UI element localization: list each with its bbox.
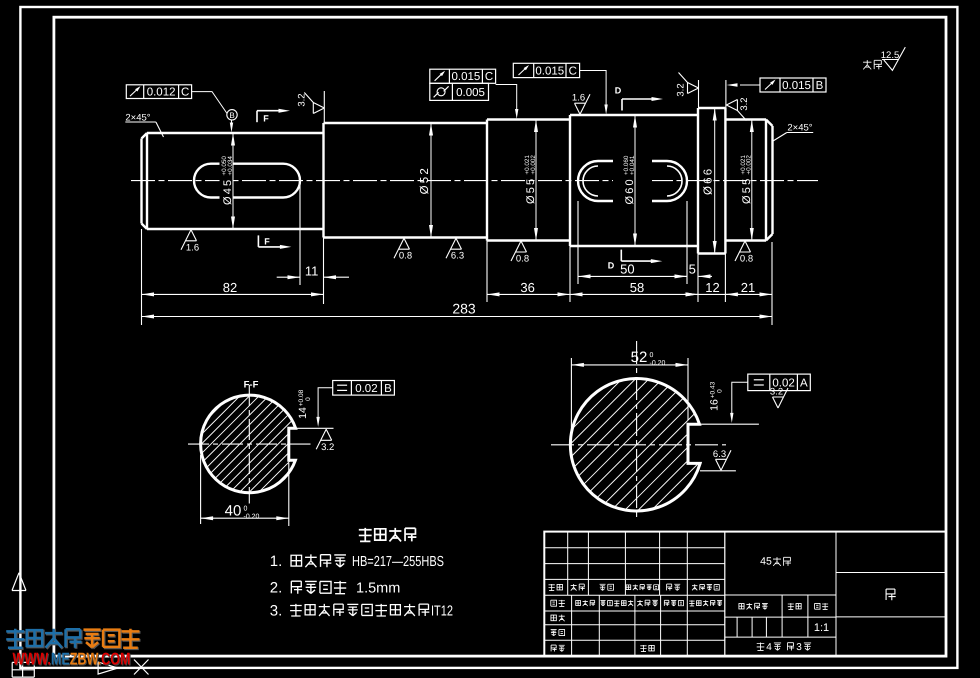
svg-text:C: C <box>181 87 189 99</box>
svg-text:Ø52: Ø52 <box>419 166 431 194</box>
svg-text:0.005: 0.005 <box>456 87 485 99</box>
svg-text:WWW.MEZBW.COM: WWW.MEZBW.COM <box>14 651 132 670</box>
svg-text:B: B <box>816 80 824 92</box>
svg-text:6.3: 6.3 <box>451 251 464 262</box>
svg-text:0.8: 0.8 <box>399 251 412 262</box>
svg-text:+0.08: +0.08 <box>298 389 305 406</box>
svg-text:+0.041: +0.041 <box>629 155 636 175</box>
svg-text:0.015: 0.015 <box>452 71 481 83</box>
svg-text:3.2: 3.2 <box>676 83 687 96</box>
svg-text:+0.021: +0.021 <box>524 155 531 175</box>
svg-text:A: A <box>800 377 808 389</box>
svg-text:2.: 2. <box>270 580 283 597</box>
svg-text:1.6: 1.6 <box>186 242 199 253</box>
svg-text:3.2: 3.2 <box>321 442 334 453</box>
svg-text:D: D <box>615 86 622 96</box>
svg-text:0: 0 <box>717 389 724 393</box>
svg-text:0.02: 0.02 <box>772 377 794 389</box>
svg-text:58: 58 <box>630 280 644 295</box>
svg-text:+0.002: +0.002 <box>530 155 537 175</box>
svg-text:1.: 1. <box>270 553 283 570</box>
svg-text:+0.002: +0.002 <box>746 155 753 175</box>
svg-text:0.012: 0.012 <box>147 87 176 99</box>
svg-text:3.2: 3.2 <box>770 387 783 398</box>
svg-text:F-F: F-F <box>244 380 259 391</box>
svg-text:-0.20: -0.20 <box>244 514 260 521</box>
svg-text:283: 283 <box>452 301 476 317</box>
svg-text:2×45°: 2×45° <box>787 123 812 134</box>
svg-text:0.015: 0.015 <box>535 66 564 78</box>
svg-text:6.3: 6.3 <box>713 449 726 460</box>
svg-text:0.015: 0.015 <box>782 80 811 92</box>
svg-text:-0.20: -0.20 <box>650 360 666 367</box>
svg-text:82: 82 <box>223 280 237 295</box>
svg-text:0: 0 <box>244 506 248 513</box>
svg-text:11: 11 <box>305 264 319 279</box>
svg-text:1.6: 1.6 <box>572 93 585 104</box>
svg-text:3.2: 3.2 <box>296 93 307 106</box>
svg-text:5: 5 <box>689 261 696 276</box>
svg-text:3: 3 <box>796 642 802 653</box>
svg-text:Ø66: Ø66 <box>703 167 715 195</box>
svg-text:3.: 3. <box>270 603 283 620</box>
svg-text:F: F <box>264 237 270 247</box>
svg-text:Ø45: Ø45 <box>222 178 234 205</box>
svg-text:12.5: 12.5 <box>881 50 900 61</box>
svg-text:12: 12 <box>705 280 719 295</box>
svg-text:B: B <box>384 383 392 395</box>
svg-text:Ø55: Ø55 <box>741 177 753 204</box>
svg-text:+0.050: +0.050 <box>221 156 228 176</box>
svg-text:0.02: 0.02 <box>355 383 377 395</box>
svg-text:IT12: IT12 <box>431 604 453 620</box>
svg-text:40: 40 <box>225 503 242 520</box>
svg-text:1:1: 1:1 <box>814 622 829 634</box>
svg-text:0: 0 <box>305 397 312 401</box>
svg-text:HB=217—255HBS: HB=217—255HBS <box>352 554 444 570</box>
svg-text:B: B <box>229 111 234 120</box>
svg-text:52: 52 <box>631 349 648 366</box>
svg-text:16: 16 <box>709 399 721 411</box>
svg-text:C: C <box>569 66 577 78</box>
svg-text:45: 45 <box>760 556 772 568</box>
svg-text:4: 4 <box>766 642 772 653</box>
svg-text:+0.43: +0.43 <box>710 381 717 398</box>
svg-text:36: 36 <box>520 280 534 295</box>
svg-text:+0.034: +0.034 <box>227 156 234 176</box>
svg-text:14: 14 <box>297 407 309 419</box>
svg-text:50: 50 <box>620 261 634 276</box>
svg-text:WWW.MEZBW.COM: WWW.MEZBW.COM <box>13 650 131 669</box>
svg-text:C: C <box>485 71 493 83</box>
svg-text:+0.021: +0.021 <box>740 155 747 175</box>
svg-text:0.8: 0.8 <box>740 254 753 265</box>
svg-text:F: F <box>263 114 269 124</box>
svg-text:D: D <box>608 261 615 271</box>
svg-text:1.5mm: 1.5mm <box>356 581 400 597</box>
svg-text:Ø55: Ø55 <box>525 177 537 204</box>
svg-text:Ø60: Ø60 <box>624 177 636 204</box>
svg-text:3.2: 3.2 <box>739 97 750 110</box>
svg-text:0: 0 <box>650 352 654 359</box>
svg-text:+0.060: +0.060 <box>623 155 630 175</box>
svg-text:2×45°: 2×45° <box>125 113 150 124</box>
svg-text:0.8: 0.8 <box>516 254 529 265</box>
svg-text:21: 21 <box>741 280 755 295</box>
